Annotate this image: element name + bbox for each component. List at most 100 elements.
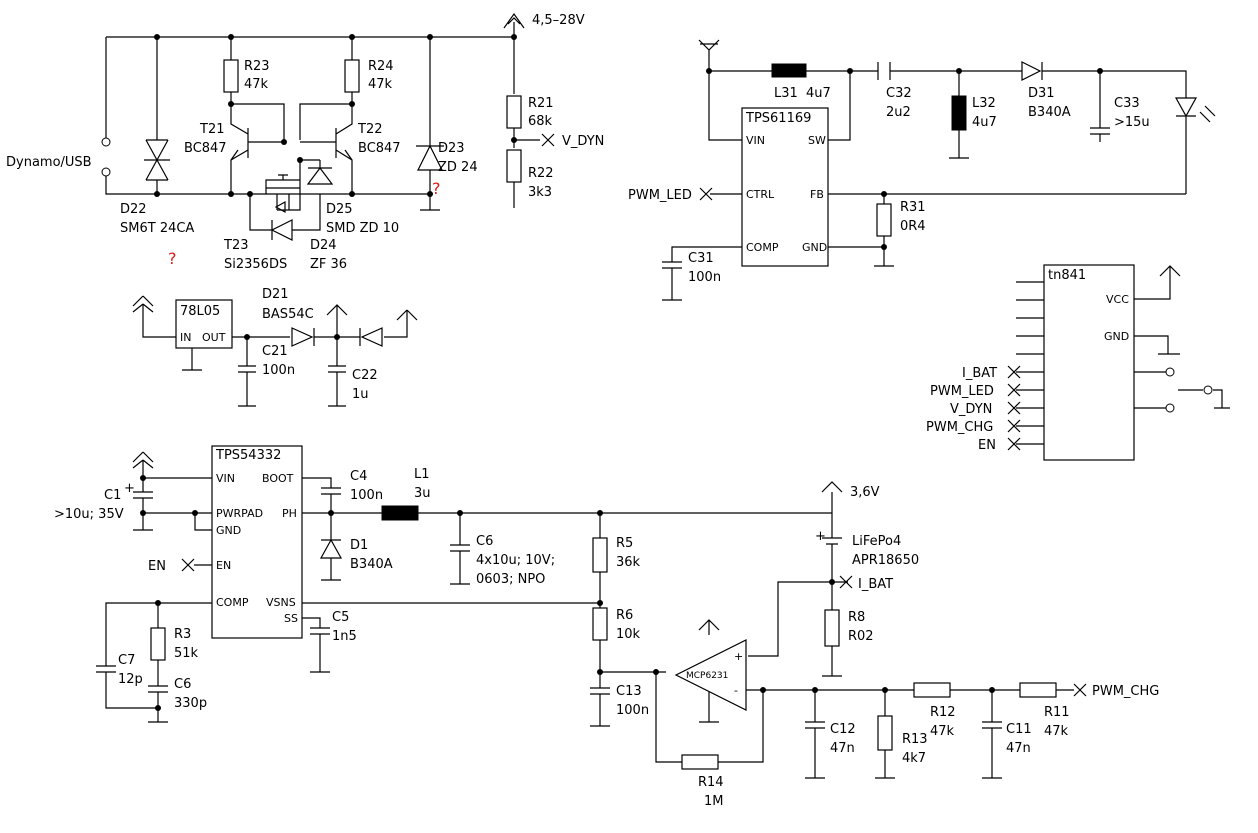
c12-value: 47n xyxy=(830,741,855,756)
l1-value: 3u xyxy=(414,486,431,501)
l1-inductor xyxy=(381,505,419,521)
c4-value: 100n xyxy=(350,488,383,503)
r8-value: R02 xyxy=(848,629,874,644)
r11-resistor xyxy=(1019,682,1057,698)
d21-value: BAS54C xyxy=(262,307,314,322)
r12-ref: R12 xyxy=(930,705,956,720)
d1-value: B340A xyxy=(350,557,393,572)
tps54332-pin-ph: PH xyxy=(282,507,297,520)
c33-ref: C33 xyxy=(1114,96,1140,111)
tps61169-pin-fb: FB xyxy=(810,188,824,201)
c7-value: 12p xyxy=(118,672,143,687)
r5-resistor xyxy=(592,537,608,573)
d21-ref: D21 xyxy=(262,287,289,302)
r14-resistor xyxy=(681,754,719,770)
r12-value: 47k xyxy=(930,724,955,739)
r8-ref: R8 xyxy=(848,610,865,625)
tn841-pin-gnd: GND xyxy=(1104,330,1129,343)
r3-value: 51k xyxy=(174,646,199,661)
l31-value: 4u7 xyxy=(806,86,831,101)
dynamo-usb-label: Dynamo/USB xyxy=(6,155,92,170)
tps61169-pin-ctrl: CTRL xyxy=(746,188,775,201)
r5-ref: R5 xyxy=(616,536,633,551)
tn841-pin-vcc: VCC xyxy=(1106,293,1129,306)
vdyn-net-label: V_DYN xyxy=(562,134,604,149)
pwm-led-net-label: PWM_LED xyxy=(628,188,692,203)
t22-transistor xyxy=(300,104,353,194)
r6-resistor xyxy=(592,607,608,641)
r11-value: 47k xyxy=(1044,724,1069,739)
tn841-ic xyxy=(1043,264,1135,461)
r24-ref: R24 xyxy=(368,59,394,74)
l31-ref: L31 xyxy=(774,86,798,101)
r6-ref: R6 xyxy=(616,608,633,623)
d25-ref: D25 xyxy=(326,202,353,217)
c5-ref: C5 xyxy=(332,610,349,625)
mcu-net-ibat: I_BAT xyxy=(962,366,997,381)
c31-ref: C31 xyxy=(688,251,714,266)
tps54332-pin-en: EN xyxy=(216,559,231,572)
r6-value: 10k xyxy=(616,627,641,642)
ldo-section: 78L05 IN OUT D21 BAS54C C21 100n C22 1u xyxy=(132,287,418,407)
r21-resistor xyxy=(506,95,522,129)
78l05-ic xyxy=(175,299,233,349)
l32-value: 4u7 xyxy=(972,115,997,130)
r11-ref: R11 xyxy=(1044,705,1070,720)
r22-resistor xyxy=(506,149,522,183)
78l05-name: 78L05 xyxy=(180,304,220,319)
r21-ref: R21 xyxy=(528,96,554,111)
tps61169-ic xyxy=(741,107,829,267)
battery-ref: LiFePo4 xyxy=(852,534,901,549)
mcu-net-vdyn: V_DYN xyxy=(950,402,992,417)
tps61169-pin-gnd: GND xyxy=(802,241,827,254)
c13-value: 100n xyxy=(616,703,649,718)
r13-resistor xyxy=(877,715,893,751)
mcp6231-opamp xyxy=(674,619,747,723)
c6a-ref: C6 xyxy=(476,534,493,549)
t23-ref: T23 xyxy=(223,238,248,253)
r23-ref: R23 xyxy=(244,59,270,74)
r12-resistor xyxy=(913,682,951,698)
r3-ref: R3 xyxy=(174,627,191,642)
d24-value: ZF 36 xyxy=(310,257,347,272)
d23-ref: D23 xyxy=(438,141,465,156)
r24-resistor xyxy=(344,59,360,93)
mcu-net-pwm-led: PWM_LED xyxy=(930,384,994,399)
tps54332-pin-comp: COMP xyxy=(216,596,249,609)
c32-value: 2u2 xyxy=(886,105,911,120)
tn841-name: tn841 xyxy=(1048,268,1086,283)
c1-polarity: + xyxy=(124,481,135,496)
78l05-pin-out: OUT xyxy=(202,331,226,344)
d1-ref: D1 xyxy=(350,538,368,553)
c1-ref: C1 xyxy=(104,488,121,503)
tps61169-pin-comp: COMP xyxy=(746,241,779,254)
t21-transistor xyxy=(230,104,284,194)
tps54332-pin-ss: SS xyxy=(284,612,298,625)
tps54332-pin-vin: VIN xyxy=(216,472,235,485)
ibat-net-label: I_BAT xyxy=(858,577,893,592)
t22-ref: T22 xyxy=(357,122,382,137)
r31-value: 0R4 xyxy=(900,219,926,234)
mcu-net-en: EN xyxy=(978,438,996,453)
c21-ref: C21 xyxy=(262,344,288,359)
c6b-value: 330p xyxy=(174,696,207,711)
r21-value: 68k xyxy=(528,114,553,129)
tps54332-pin-vsns: VSNS xyxy=(266,596,296,609)
c32-capacitor xyxy=(877,62,891,80)
d23-value: ZD 24 xyxy=(438,160,478,175)
tps61169-pin-vin: VIN xyxy=(746,134,765,147)
c6a-value-line1: 4x10u; 10V; xyxy=(476,553,555,568)
c22-ref: C22 xyxy=(352,368,378,383)
tps54332-pin-gnd: GND xyxy=(216,524,241,537)
r14-value: 1M xyxy=(704,794,724,809)
r5-value: 36k xyxy=(616,555,641,570)
c21-value: 100n xyxy=(262,363,295,378)
c32-ref: C32 xyxy=(886,86,912,101)
mcu-section: tn841 VCC GND I_BAT PWM_LED V_DYN PWM_CH… xyxy=(926,264,1230,461)
c6a-value-line2: 0603; NPO xyxy=(476,572,545,587)
battery-value: APR18650 xyxy=(852,553,919,568)
d22-value: SM6T 24CA xyxy=(120,221,194,236)
r13-ref: R13 xyxy=(902,732,928,747)
tps61169-pin-sw: SW xyxy=(808,134,826,147)
